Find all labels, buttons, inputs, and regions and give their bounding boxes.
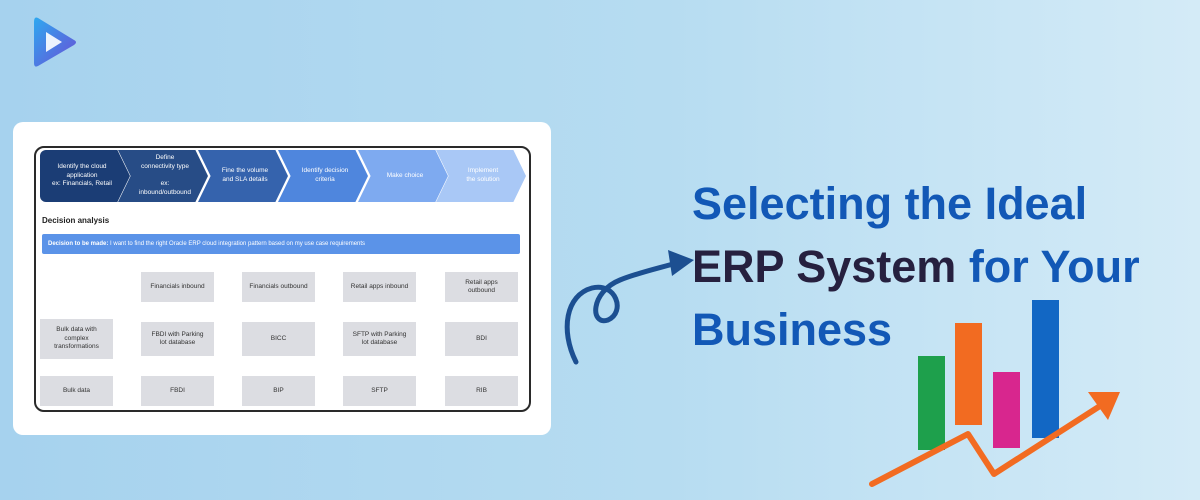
table-cell: BIP bbox=[242, 376, 315, 406]
process-step: Define connectivity type ex: inbound/out… bbox=[118, 150, 208, 202]
column-header: Financials inbound bbox=[141, 272, 214, 302]
row-header: Bulk data bbox=[40, 376, 113, 406]
table-cell: FBDI with Parking lot database bbox=[141, 322, 214, 356]
orange-bar bbox=[955, 323, 982, 425]
green-bar bbox=[918, 356, 945, 450]
headline-emphasis: ERP System bbox=[692, 241, 957, 292]
headline: Selecting the Ideal ERP System for Your … bbox=[692, 172, 1172, 361]
decision-text: I want to find the right Oracle ERP clou… bbox=[108, 241, 366, 247]
headline-line-1: Selecting the Ideal bbox=[692, 178, 1088, 229]
column-header: Financials outbound bbox=[242, 272, 315, 302]
table-cell: RIB bbox=[445, 376, 518, 406]
growth-bar-chart-icon bbox=[918, 300, 1059, 450]
play-logo-icon bbox=[34, 17, 76, 67]
magenta-bar bbox=[993, 372, 1020, 448]
column-header: Retail apps outbound bbox=[445, 272, 518, 302]
process-step: Identify decision criteria bbox=[278, 150, 368, 202]
row-header: Bulk data with complex transformations bbox=[40, 319, 113, 359]
curved-arrow-icon bbox=[564, 250, 694, 365]
table-cell: BICC bbox=[242, 322, 315, 356]
diagram-card: Identify the cloud application ex: Finan… bbox=[13, 122, 551, 435]
table-cell: SFTP with Parking lot database bbox=[343, 322, 416, 356]
process-step: Make choice bbox=[358, 150, 448, 202]
headline-line-2: ERP System for Your bbox=[692, 235, 1172, 298]
trend-arrow-icon bbox=[869, 392, 1120, 487]
table-cell: FBDI bbox=[141, 376, 214, 406]
table-cell: SFTP bbox=[343, 376, 416, 406]
process-step: Fine the volume and SLA details bbox=[198, 150, 288, 202]
decision-bar: Decision to be made: I want to find the … bbox=[42, 234, 520, 254]
process-step: Implement the solution bbox=[436, 150, 526, 202]
headline-line-3: Business bbox=[692, 304, 893, 355]
integration-diagram: Identify the cloud application ex: Finan… bbox=[34, 146, 531, 412]
section-title: Decision analysis bbox=[42, 216, 110, 225]
blue-bar bbox=[1032, 300, 1059, 438]
column-header: Retail apps inbound bbox=[343, 272, 416, 302]
table-cell: BDI bbox=[445, 322, 518, 356]
process-step: Identify the cloud application ex: Finan… bbox=[40, 150, 130, 202]
process-steps: Identify the cloud application ex: Finan… bbox=[40, 150, 526, 202]
decision-prefix: Decision to be made: bbox=[48, 241, 109, 247]
headline-line-2-rest: for Your bbox=[956, 241, 1140, 292]
